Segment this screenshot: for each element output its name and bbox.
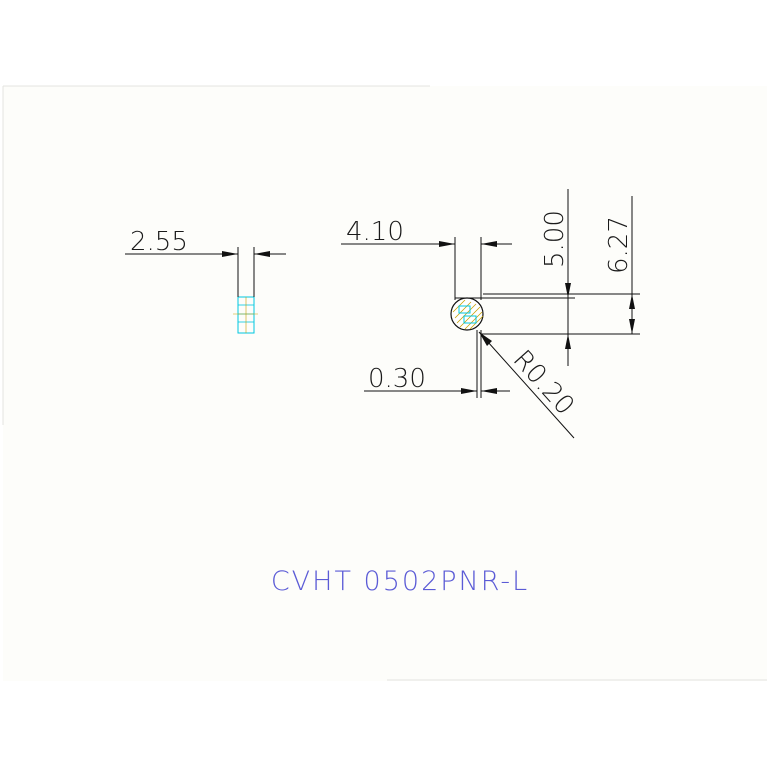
dimension-side-width: 2.55 bbox=[125, 227, 286, 297]
side-view bbox=[233, 296, 258, 334]
dim-label-tip-offset: 0.30 bbox=[368, 364, 426, 394]
insert-cutting-edge bbox=[463, 315, 477, 324]
insert-outline bbox=[450, 297, 484, 331]
dimension-front-width: 4.10 bbox=[341, 217, 512, 300]
dimension-arrow bbox=[565, 334, 571, 349]
dimension-height-total: 6.27 bbox=[481, 196, 640, 335]
dimension-arrow bbox=[461, 388, 477, 394]
hatch-line bbox=[454, 301, 472, 319]
dimension-arrow bbox=[222, 251, 238, 257]
front-view bbox=[450, 297, 575, 331]
dim-label-front-width: 4.10 bbox=[346, 217, 404, 247]
dimension-arrow bbox=[629, 294, 635, 309]
leader-line bbox=[478, 331, 575, 439]
dimension-arrow bbox=[565, 283, 571, 298]
dim-label-height-inner: 5.00 bbox=[540, 210, 570, 268]
dimension-arrow bbox=[481, 241, 497, 247]
dim-label-side-width: 2.55 bbox=[130, 227, 188, 257]
hatch-line bbox=[459, 306, 481, 328]
dimension-arrow bbox=[629, 319, 635, 334]
dimension-arrow bbox=[439, 241, 455, 247]
dimension-arrow bbox=[481, 388, 497, 394]
leader-arrow bbox=[479, 332, 492, 346]
insert-cutting-edge bbox=[458, 305, 471, 314]
dimension-arrow bbox=[254, 251, 270, 257]
drawing-title: CVHT 0502PNR-L bbox=[271, 566, 529, 597]
dim-label-height-total: 6.27 bbox=[604, 216, 634, 274]
hatch-line bbox=[464, 311, 483, 330]
dimension-height-inner: 5.00 bbox=[540, 189, 571, 366]
dimension-tip-offset: 0.30 bbox=[364, 330, 510, 398]
sheet-area bbox=[3, 86, 767, 681]
